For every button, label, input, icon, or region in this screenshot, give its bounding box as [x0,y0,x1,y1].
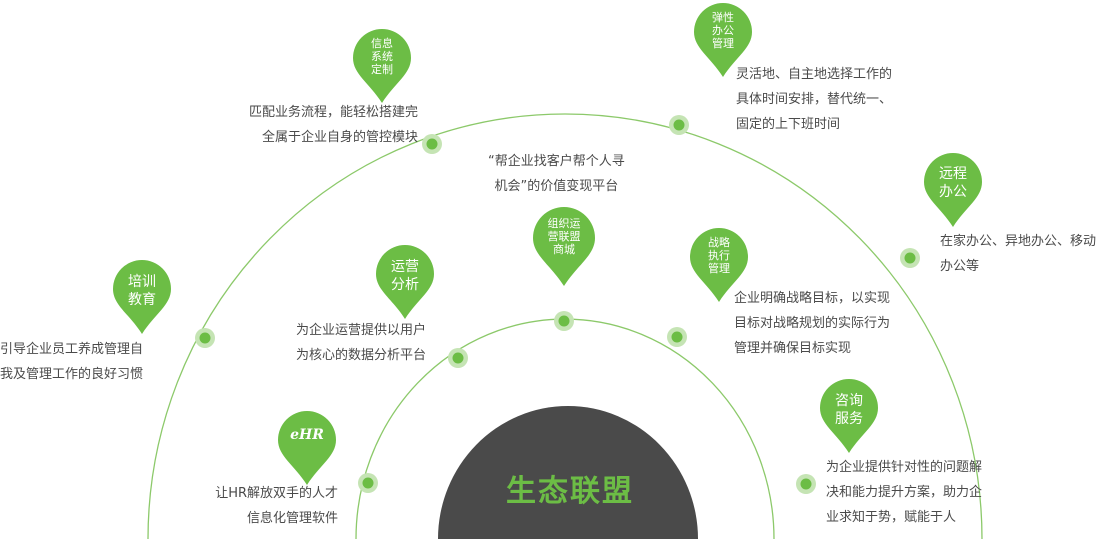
flex-office-desc: 灵活地、自主地选择工作的 具体时间安排，替代统一、 固定的上下班时间 [736,67,893,132]
ops-analysis-tag: 运营 分析 [391,259,419,293]
info-system-pin [353,29,411,103]
ehr-tag: eHR [290,427,324,443]
org-alliance-desc: “帮企业找客户帮个人寻 机会”的价值变现平台 [488,154,625,194]
consulting-dot [800,478,812,490]
consulting-pin [820,379,878,453]
ops-analysis-pin [376,245,434,319]
ehr-desc: 让HR解放双手的人才 信息化管理软件 [215,486,338,526]
ehr-dot [362,477,374,489]
ops-analysis-dot [452,352,464,364]
flex-office-dot [673,119,685,131]
flex-office-pin [694,3,752,77]
org-alliance-pin [533,207,595,287]
consulting-desc: 为企业提供针对性的问题解 决和能力提升方案，助力企 业求知于势，赋能于人 [826,460,983,525]
strategy-tag: 战略 执行 管理 [708,236,730,275]
org-alliance-dot [558,315,570,327]
remote-office-dot [904,252,916,264]
center-title: 生态联盟 [506,474,634,509]
strategy-desc: 企业明确战略目标，以实现 目标对战略规划的实际行为 管理并确保目标实现 [734,291,891,356]
remote-office-pin [924,153,982,227]
info-system-dot [426,138,438,150]
training-dot [199,332,211,344]
flex-office-tag: 弹性 办公 管理 [712,11,734,50]
training-desc: 引导企业员工养成管理自 我及管理工作的良好习惯 [0,342,144,382]
info-system-tag: 信息 系统 定制 [371,37,393,76]
consulting-tag: 咨询 服务 [835,393,863,427]
remote-office-tag: 远程 办公 [939,166,967,200]
info-system-desc: 匹配业务流程，能轻松搭建完 全属于企业自身的管控模块 [248,105,418,145]
ehr-pin [278,411,336,485]
strategy-dot [671,331,683,343]
training-pin [113,260,171,334]
org-alliance-tag: 组织运 营联盟 商城 [547,217,581,256]
strategy-pin [690,228,748,302]
ops-analysis-desc: 为企业运营提供以用户 为核心的数据分析平台 [295,323,426,363]
training-tag: 培训 教育 [128,274,156,308]
core-semicircle [438,406,698,539]
remote-office-desc: 在家办公、异地办公、移动 办公等 [940,234,1097,274]
